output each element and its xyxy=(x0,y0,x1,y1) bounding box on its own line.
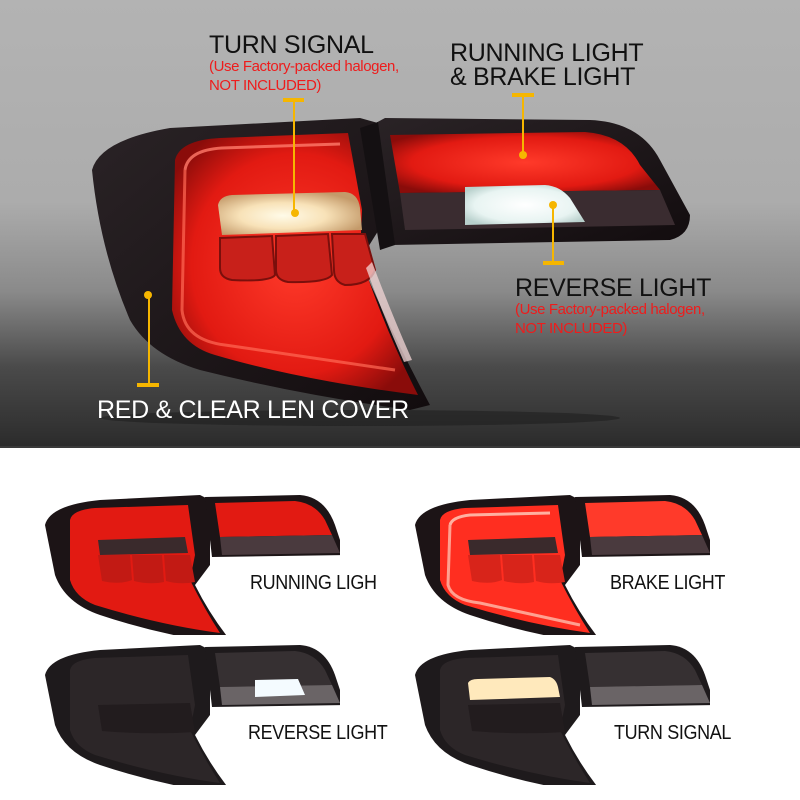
variant-brake-label: BRAKE LIGHT xyxy=(610,572,726,594)
turn-signal-note-1: (Use Factory-packed halogen, xyxy=(209,58,399,75)
lens-cover-callout-line xyxy=(148,295,150,383)
running-brake-callout-line xyxy=(522,95,524,155)
variant-brake-image xyxy=(410,485,715,643)
variant-reverse-label: REVERSE LIGHT xyxy=(248,722,388,744)
running-brake-title-2: & BRAKE LIGHT xyxy=(450,63,636,91)
variant-running-image xyxy=(40,485,345,643)
reverse-note-1: (Use Factory-packed halogen, xyxy=(515,301,705,318)
tail-light-illustration xyxy=(92,118,690,426)
lens-cover-title: RED & CLEAR LEN COVER xyxy=(97,396,409,424)
variant-running-label: RUNNING LIGH xyxy=(250,572,377,594)
variant-reverse-image xyxy=(40,635,345,793)
running-brake-title-1: RUNNING LIGHT xyxy=(450,39,644,67)
reverse-title: REVERSE LIGHT xyxy=(515,274,712,302)
turn-signal-note-2: NOT INCLUDED) xyxy=(209,77,322,94)
hero-panel: TURN SIGNAL (Use Factory-packed halogen,… xyxy=(0,0,800,448)
reverse-note-2: NOT INCLUDED) xyxy=(515,320,628,337)
reverse-callout-cap xyxy=(543,261,564,265)
lens-cover-callout-cap xyxy=(137,383,159,387)
variant-turn-image xyxy=(410,635,715,793)
hero-divider xyxy=(0,446,800,448)
reverse-callout-line xyxy=(552,205,554,263)
turn-signal-callout-line xyxy=(293,100,295,213)
variant-turn-label: TURN SIGNAL xyxy=(614,722,732,744)
turn-signal-title: TURN SIGNAL xyxy=(209,31,374,59)
